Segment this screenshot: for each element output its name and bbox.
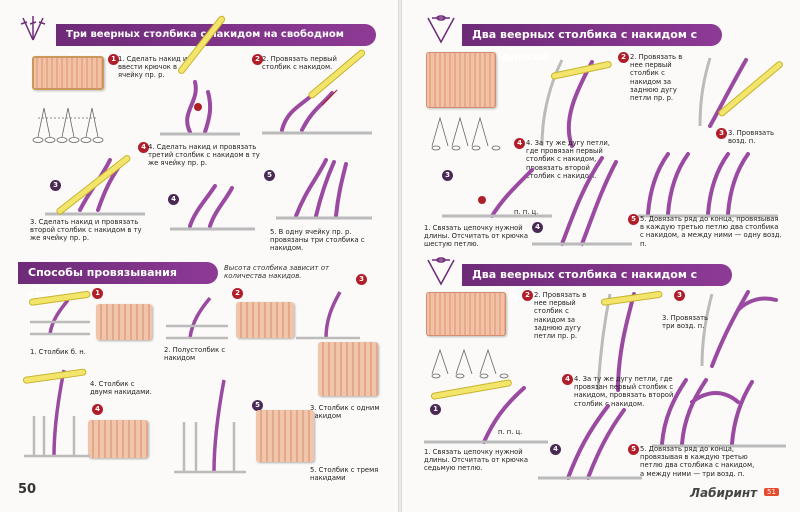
step-badge: 3	[442, 170, 453, 181]
crochet-illustration	[174, 379, 246, 474]
step-text: 3. Сделать накид и провязать второй стол…	[30, 218, 142, 243]
step-text: 2. Провязать в нее первый столбик с наки…	[534, 291, 587, 341]
crochet-illustration	[532, 156, 632, 246]
chart-diagram	[431, 116, 501, 151]
crochet-illustration	[652, 378, 786, 448]
fan-stitch-symbol-icon	[427, 257, 455, 286]
step-badge: 2	[232, 288, 243, 299]
crochet-illustration	[296, 291, 360, 340]
step-badge: 4	[138, 142, 149, 153]
step-badge: 4	[168, 194, 179, 205]
step-text: 1. Сделать накид и ввести крючок в ячейк…	[118, 55, 188, 80]
step-text: 3. Провязать возд. п.	[728, 129, 775, 146]
step-text: 2. Полустолбик с накидом	[164, 346, 226, 363]
sample-swatch	[32, 56, 104, 90]
step-badge: 5	[264, 170, 275, 181]
step-text: 4. За ту же дугу петли, где провязан пер…	[574, 375, 674, 408]
crochet-illustration	[24, 369, 90, 458]
step-badge: 3	[674, 290, 685, 301]
crochet-illustration	[700, 290, 778, 368]
step-text: 5. Довязать ряд до конца, провязывая в к…	[640, 215, 782, 248]
step-badge: 4	[532, 222, 543, 233]
crochet-illustration	[276, 158, 372, 220]
step-text: 5. В одну ячейку пр. р. провязаны три ст…	[270, 228, 365, 253]
step-badge: 1	[92, 288, 103, 299]
step-text: 5. Столбик с тремя накидами	[310, 466, 379, 483]
step-text: 4. Столбик с двумя накидами.	[90, 380, 152, 397]
step-text: 3. Провязать три возд. п.	[662, 314, 709, 331]
step-badge: 2	[522, 290, 533, 301]
step-badge: 4	[92, 404, 103, 415]
chart-diagram	[32, 107, 104, 143]
step-badge: 3	[50, 180, 61, 191]
step-text: 5. Довязать ряд до конца, провязывая в к…	[640, 445, 755, 478]
step-badge: 4	[562, 374, 573, 385]
label-chain: п. п. ц.	[498, 428, 523, 436]
stitch-photo	[256, 410, 314, 462]
fan-stitch-symbol-icon	[427, 15, 455, 44]
watermark-logo: Лабиринт	[690, 486, 758, 500]
stitch-photo	[96, 304, 152, 340]
left-page: Три веерных столбика с накидом на свобод…	[0, 0, 398, 512]
step-text: 1. Столбик б. н.	[30, 348, 86, 356]
crochet-illustration	[538, 404, 642, 480]
crochet-illustration	[166, 296, 228, 340]
step-badge: 3	[716, 128, 727, 139]
page-number: 50	[18, 482, 37, 497]
page-number: 51	[764, 488, 779, 496]
stitch-photo	[236, 302, 294, 338]
crochet-illustration	[424, 386, 548, 444]
crochet-illustration	[638, 152, 778, 218]
chart-diagram	[431, 348, 509, 379]
step-text: 2. Провязать первый столбик с накидом.	[262, 55, 337, 72]
crochet-illustration	[262, 89, 372, 135]
step-text: 3. Столбик с одним накидом	[310, 404, 380, 421]
section-title: Способы провязывания столбиков	[18, 262, 218, 301]
stitch-photo	[88, 420, 148, 458]
step-text: 1. Связать цепочку нужной длины. Отсчита…	[424, 224, 529, 249]
step-badge: 5	[628, 444, 639, 455]
step-badge: 5	[628, 214, 639, 225]
right-page: Два веерных столбика с накидом с середин…	[402, 0, 800, 512]
step-text: 2. Провязать в нее первый столбик с наки…	[630, 53, 683, 103]
stitch-photo	[318, 342, 378, 396]
section-title: Два веерных столбика с накидом с середин…	[462, 24, 722, 63]
section-note: Высота столбика зависит от количества на…	[224, 264, 330, 280]
fan-stitch-symbol-icon	[20, 16, 46, 41]
label-chain: п. п. ц.	[514, 208, 539, 216]
crochet-illustration	[442, 168, 552, 218]
step-badge: 2	[252, 54, 263, 65]
step-badge: 1	[108, 54, 119, 65]
step-badge: 1	[430, 404, 441, 415]
step-badge: 4	[514, 138, 525, 149]
step-badge: 3	[356, 274, 367, 285]
step-badge: 4	[550, 444, 561, 455]
crochet-illustration	[160, 80, 240, 136]
step-badge: 5	[252, 400, 263, 411]
step-text: 1. Связать цепочку нужной длины. Отсчита…	[424, 448, 529, 473]
sample-swatch	[426, 52, 496, 108]
crochet-illustration	[698, 57, 748, 128]
sample-swatch	[426, 292, 506, 336]
crochet-illustration	[170, 184, 255, 231]
crochet-illustration	[30, 298, 90, 336]
step-badge: 2	[618, 52, 629, 63]
step-text: 4. За ту же дугу петли, где провязан пер…	[526, 139, 610, 180]
book-gutter	[398, 0, 402, 512]
step-text: 4. Сделать накид и провязать третий стол…	[148, 143, 260, 168]
